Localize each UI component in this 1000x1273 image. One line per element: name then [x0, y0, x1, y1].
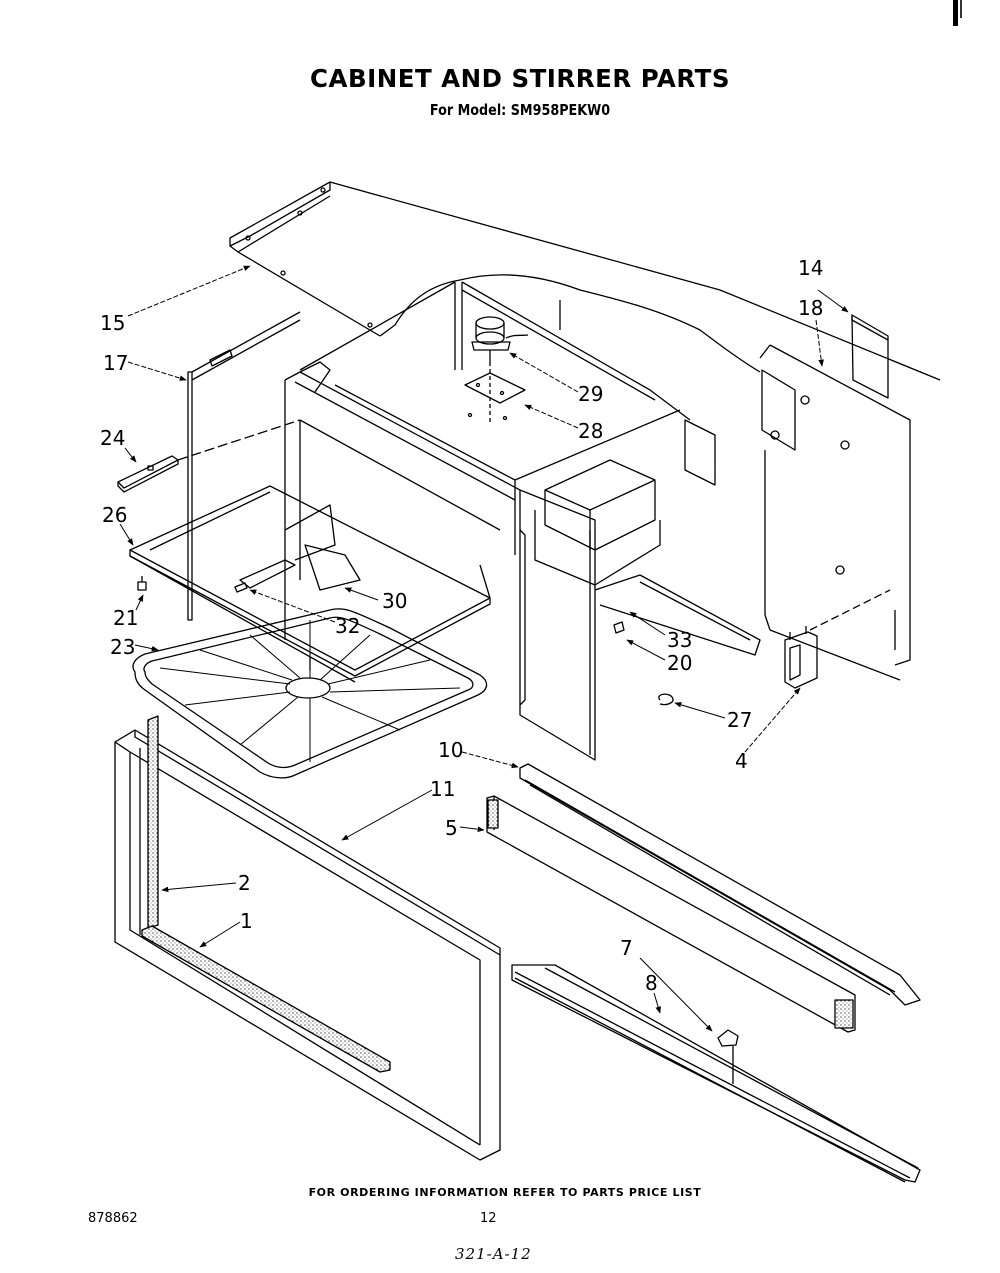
callout-8: 8 [645, 971, 658, 995]
scan-edge-mark [953, 0, 958, 26]
callout-30: 30 [382, 589, 407, 613]
leader-7 [639, 957, 713, 1032]
page-number: 12 [480, 1211, 497, 1226]
leader-18 [815, 319, 824, 367]
leader-21 [135, 594, 144, 611]
leader-27 [674, 702, 726, 719]
part-4-interlock-switch [784, 589, 891, 689]
callout-21: 21 [113, 606, 138, 630]
leader-10 [461, 751, 519, 769]
part-28-motor-plate [464, 362, 526, 425]
callout-29: 29 [578, 382, 603, 406]
callout-33: 33 [667, 628, 692, 652]
callout-5: 5 [445, 816, 458, 840]
scan-edge-mark-secondary [960, 0, 962, 18]
leader-lines [119, 265, 849, 1032]
callout-23: 23 [110, 635, 135, 659]
part-20-clip [613, 621, 625, 634]
part-8-bottom-rail [511, 964, 921, 1183]
callout-11: 11 [430, 777, 455, 801]
leader-4 [744, 687, 801, 753]
leader-28 [524, 404, 579, 429]
part-29-stirrer-motor [471, 316, 529, 362]
part-10-rail [519, 763, 921, 1006]
callout-18: 18 [798, 296, 823, 320]
callout-15: 15 [100, 311, 125, 335]
callout-17: 17 [103, 351, 128, 375]
leader-8 [653, 992, 661, 1014]
callout-24: 24 [100, 426, 125, 450]
callout-2: 2 [238, 871, 251, 895]
callout-32: 32 [335, 614, 360, 638]
part-15-top-cover [229, 181, 941, 381]
callout-26: 26 [102, 503, 127, 527]
leader-33 [629, 611, 666, 636]
leader-2 [161, 882, 237, 893]
part-32-screw [234, 582, 248, 593]
part-7-thermal-cutout [717, 1029, 739, 1084]
leader-26 [119, 523, 134, 546]
callout-10: 10 [438, 738, 463, 762]
model-subtitle: For Model: SM958PEKW0 [429, 101, 611, 119]
leader-23 [134, 644, 159, 652]
part-17-left-panel [187, 311, 301, 621]
part-27-wire-clip [658, 693, 674, 706]
leader-20 [626, 639, 666, 661]
ordering-info-note: FOR ORDERING INFORMATION REFER TO PARTS … [308, 1186, 702, 1199]
leader-32 [249, 589, 336, 623]
part-5-label-strip [486, 795, 856, 1033]
callout-labels: 15 17 24 26 21 23 32 30 29 28 14 18 33 2… [100, 256, 823, 995]
part-2-side-gasket [147, 715, 159, 929]
leader-14 [817, 289, 849, 313]
callout-7: 7 [620, 936, 633, 960]
cabinet-body [299, 274, 761, 586]
callout-4: 4 [735, 749, 748, 773]
leader-17 [127, 361, 187, 381]
part-14-plate [851, 314, 889, 399]
handwritten-reference: 321-A-12 [455, 1245, 532, 1263]
callout-28: 28 [578, 419, 603, 443]
callout-20: 20 [667, 651, 692, 675]
part-24-bracket [117, 419, 301, 493]
cabinet-front-frame [284, 361, 596, 761]
leader-15 [127, 265, 251, 317]
part-1-bottom-gasket [141, 925, 391, 1073]
leader-30 [344, 587, 379, 601]
part-21-fastener [137, 576, 147, 591]
document-number: 878862 [88, 1211, 138, 1226]
part-30-stirrer-blade [239, 504, 361, 591]
leader-29 [509, 352, 579, 393]
leader-1 [199, 921, 241, 948]
part-11-door-frame [114, 729, 501, 1161]
leader-11 [341, 789, 433, 841]
part-23-glass-tray [132, 608, 488, 779]
part-33-bottom-plate [594, 574, 761, 656]
leader-24 [124, 447, 137, 463]
callout-1: 1 [240, 909, 253, 933]
callout-27: 27 [727, 708, 752, 732]
callout-14: 14 [798, 256, 823, 280]
page-title: CABINET AND STIRRER PARTS [310, 64, 730, 93]
leader-5 [459, 826, 485, 832]
